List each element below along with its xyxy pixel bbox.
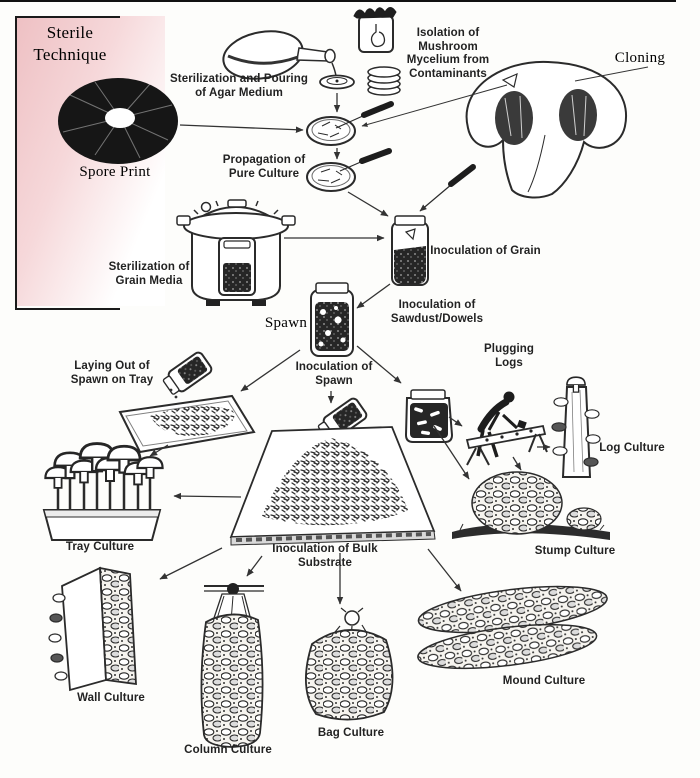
arrow-plugging-to-stump — [512, 456, 522, 471]
sterile-technique-label: Sterile Technique — [33, 23, 107, 65]
inoculation-bulk-label: Inoculation of Bulk Substrate — [272, 543, 378, 569]
arrow-bulk-to-mound — [427, 548, 462, 592]
arrow-spawn-to-tray — [240, 349, 301, 392]
propagation-label: Propagation of Pure Culture — [222, 154, 306, 180]
arrow-bulk-to-column — [246, 555, 263, 577]
tray-culture-label: Tray Culture — [65, 541, 135, 553]
isolation-vessel-illustration — [353, 7, 397, 53]
column-culture-label: Column Culture — [184, 744, 272, 756]
laying-out-jar-illustration — [159, 349, 215, 406]
inoculation-grain-label: Inoculation of Grain — [430, 245, 541, 257]
grain-scalpel-illustration — [419, 164, 476, 212]
sterile-technique-frame — [15, 16, 120, 310]
grain-jar-illustration — [391, 215, 429, 286]
top-border-line — [0, 0, 676, 2]
spawn-tray-illustration — [118, 394, 256, 454]
arrow-sporeprint-to-petri — [179, 124, 304, 133]
bulk-substrate-illustration — [229, 426, 436, 546]
stump-culture-illustration — [452, 471, 610, 540]
agar-flask-illustration — [222, 30, 355, 90]
arrow-bulk-to-wall — [159, 547, 223, 580]
inoculation-sawdust-label: Inoculation of Sawdust/Dowels — [390, 299, 484, 325]
arrow-mushroom-to-petri — [361, 84, 508, 127]
bag-culture-label: Bag Culture — [317, 727, 385, 739]
arrow-sawdust-to-stump — [433, 425, 470, 480]
spore-print-label: Spore Print — [79, 164, 151, 180]
mound-culture-label: Mound Culture — [502, 675, 586, 687]
inoculation-spawn-label: Inoculation of Spawn — [295, 361, 373, 387]
agar-label: Sterilization and Pouring of Agar Medium — [170, 73, 308, 99]
arrow-spawn-to-sawdust — [356, 345, 402, 384]
plugging-logs-label: Plugging Logs — [484, 343, 534, 369]
arrow-sawdust-to-plugging — [448, 416, 463, 427]
wall-culture-illustration — [48, 566, 137, 692]
column-culture-illustration — [200, 583, 264, 748]
spore-print-illustration — [58, 78, 178, 164]
arrow-petri2-to-grainjar — [347, 191, 389, 217]
stump-culture-label: Stump Culture — [534, 545, 616, 557]
sawdust-jar-illustration — [404, 389, 454, 443]
cloning-pointer-line — [574, 66, 649, 82]
flow-arrows — [149, 66, 649, 605]
petri-dish-2-illustration — [306, 148, 392, 192]
wall-culture-label: Wall Culture — [77, 692, 145, 704]
mound-culture-illustration — [417, 585, 608, 670]
pressure-cooker-illustration — [176, 199, 296, 306]
arrow-grainjar-to-spawn — [356, 283, 391, 309]
spawn-label: Spawn — [264, 315, 308, 331]
sterilization-grain-label: Sterilization of Grain Media — [108, 261, 190, 287]
bag-culture-illustration — [304, 607, 394, 721]
cloning-label: Cloning — [614, 50, 666, 66]
laying-out-label: Laying Out of Spawn on Tray — [70, 360, 154, 386]
tray-culture-illustration — [42, 442, 164, 541]
log-culture-illustration — [551, 376, 601, 478]
petri-stack-illustration — [367, 66, 401, 96]
spawn-jar-illustration — [310, 282, 354, 357]
arrow-tray-to-trayculture — [149, 444, 169, 457]
isolation-label: Isolation of Mushroom Mycelium from Cont… — [406, 27, 490, 80]
petri-dish-1-illustration — [306, 101, 394, 146]
arrow-bulk-to-trayculture — [173, 492, 242, 500]
log-culture-label: Log Culture — [599, 442, 665, 454]
cloning-mushroom-illustration — [465, 60, 628, 199]
plugging-logs-illustration — [465, 391, 548, 466]
